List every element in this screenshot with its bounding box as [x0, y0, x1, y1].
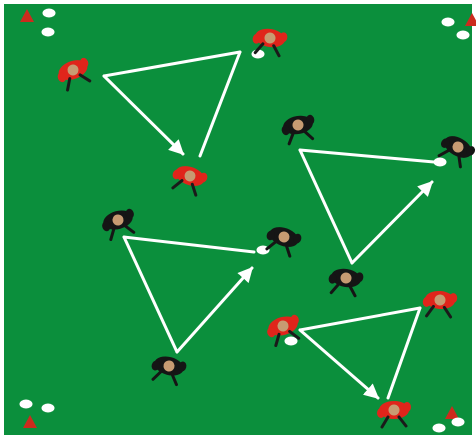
ball-icon: [434, 158, 447, 167]
ball-icon: [442, 18, 455, 27]
ball-icon: [20, 400, 33, 409]
ball-icon: [452, 418, 465, 427]
ball-icon: [42, 404, 55, 413]
ball-icon: [457, 31, 470, 40]
ball-icon: [42, 28, 55, 37]
ball-icon: [433, 424, 446, 433]
ball-icon: [43, 9, 56, 18]
ball-icon: [285, 337, 298, 346]
